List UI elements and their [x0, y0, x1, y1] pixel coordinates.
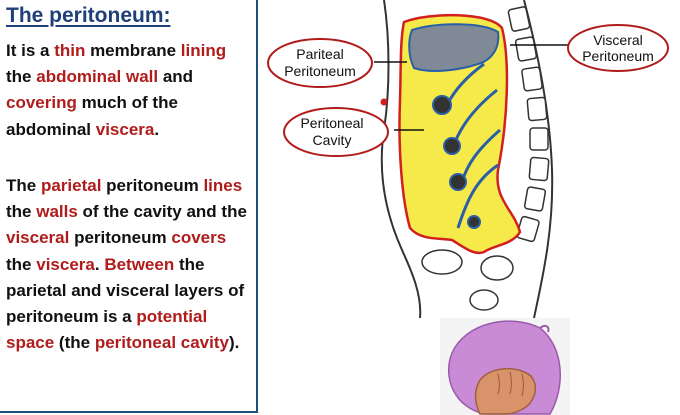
callout-visceral-peritoneum: Visceral Peritoneum: [567, 24, 669, 72]
text-run: membrane: [85, 41, 181, 60]
text-run: the: [6, 254, 37, 274]
callout-parietal-line1: Pariteal: [296, 46, 343, 62]
callout-visceral-line1: Visceral: [593, 32, 643, 48]
text-run: peritoneum: [69, 228, 172, 248]
body-outline: [380, 0, 422, 318]
text-run: and: [158, 67, 194, 87]
text-run: The: [6, 176, 41, 195]
highlighted-term: covering: [6, 93, 77, 113]
highlighted-term: viscera: [95, 119, 155, 139]
bowel-loops: [432, 95, 481, 229]
text-run: .: [94, 254, 105, 274]
callout-visceral-line2: Peritoneum: [582, 48, 654, 64]
callout-peritoneal-cavity: Peritoneal Cavity: [283, 107, 389, 157]
peritoneum-diagram: Pariteal Peritoneum Visceral Peritoneum …: [267, 0, 669, 318]
slide-title: The peritoneum:: [6, 4, 171, 27]
text-run: ).: [228, 333, 240, 353]
text-run: much of the abdominal: [6, 93, 178, 139]
callout-parietal-line2: Peritoneum: [284, 63, 356, 79]
text-run: .: [154, 119, 160, 139]
highlighted-term: Between: [104, 254, 175, 274]
highlighted-term: potential space: [6, 307, 208, 353]
paragraph-parietal-visceral: The parietal peritoneum lines the walls …: [6, 173, 256, 356]
highlighted-term: covers: [171, 228, 227, 248]
text-run: of the cavity and the: [77, 202, 247, 222]
highlighted-term: abdominal wall: [36, 67, 159, 87]
callout-cavity-line1: Peritoneal: [300, 115, 363, 131]
callout-parietal-peritoneum: Pariteal Peritoneum: [267, 38, 373, 88]
highlighted-term: peritoneal cavity: [94, 333, 229, 353]
text-run: the parietal and visceral layers of peri…: [6, 254, 245, 327]
fist: [474, 367, 537, 415]
highlighted-term: walls: [36, 202, 78, 222]
text-run: It is a: [6, 41, 55, 60]
highlighted-term: lining: [180, 41, 227, 60]
callout-cavity-line2: Cavity: [313, 132, 352, 148]
vertebrae: [507, 6, 550, 243]
highlighted-term: viscera: [36, 254, 95, 274]
marker-dot: [380, 98, 388, 106]
text-run: the: [6, 67, 37, 87]
liver: [408, 23, 500, 72]
balloon-fist-illustration: [440, 318, 570, 415]
highlighted-term: thin: [54, 41, 86, 60]
text-run: (the: [54, 333, 95, 353]
pelvic-organs: [421, 249, 514, 311]
text-panel: The peritoneum: It is a thin membrane li…: [0, 0, 258, 413]
highlighted-term: visceral: [6, 228, 70, 248]
text-run: the: [6, 202, 37, 222]
paragraph-definition: It is a thin membrane lining the abdomin…: [6, 38, 256, 143]
highlighted-term: lines: [203, 176, 243, 195]
text-run: peritoneum: [101, 176, 204, 195]
highlighted-term: parietal: [40, 176, 102, 195]
